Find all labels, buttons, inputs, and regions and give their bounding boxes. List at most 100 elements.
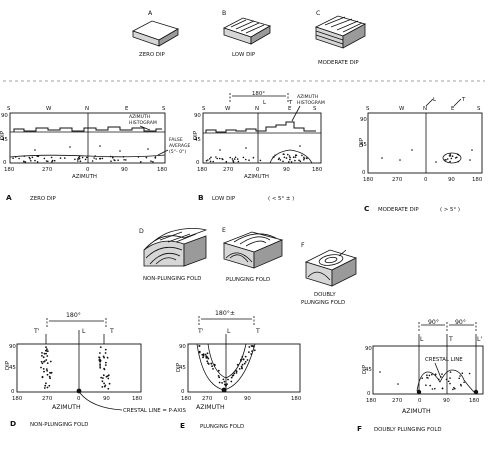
plot-b-dot-24 <box>232 161 235 163</box>
plot-d-dot-37 <box>102 374 105 377</box>
plot-f-dot-9 <box>438 378 440 381</box>
plot-d-dot-62 <box>102 377 104 379</box>
plot-b-xtick-0: 0 <box>256 167 260 173</box>
plot-c-dot-17 <box>435 161 437 163</box>
plot-b-dot-22 <box>244 158 247 161</box>
plot-e-dot-33 <box>213 364 216 367</box>
plot-e-dot-50 <box>244 361 247 363</box>
row1-block-b: B LOW DIP <box>222 10 272 58</box>
plot-d-letter: D <box>10 419 16 428</box>
plot-d-dot-58 <box>99 363 101 366</box>
row3-f-caption-1: DOUBLY <box>314 292 336 298</box>
plot-d-dot-41 <box>107 377 110 380</box>
plot-f-dot-16 <box>441 387 444 390</box>
plot-c-dot-5 <box>445 159 447 161</box>
plot-d-xtick-270: 270 <box>42 396 53 402</box>
plot-a-dot-41 <box>59 157 62 159</box>
plot-f-dot-24 <box>454 387 456 390</box>
plot-e-marker-l: L <box>227 328 231 335</box>
plot-d-dot-23 <box>40 360 43 363</box>
plot-f-dot-31 <box>397 383 399 385</box>
plot-a-dot-61 <box>69 146 71 148</box>
plot-f-dot-18 <box>445 378 448 381</box>
plot-a-dot-64 <box>99 145 101 147</box>
plot-b-ylabel: DIP <box>193 130 199 140</box>
plot-b-dot-9 <box>205 160 208 162</box>
plot-a-ytick-0: 0 <box>3 160 7 166</box>
plot-e-dot-64 <box>241 356 244 358</box>
plot-a-ytick-90: 90 <box>1 113 8 119</box>
plot-b-dot-39 <box>295 154 298 157</box>
plot-b-compass-s1: S <box>202 106 206 112</box>
plot-f-xlabel: AZIMUTH <box>402 408 431 415</box>
plot-f-span-label-1: 90° <box>428 318 439 326</box>
fold-d-side <box>183 235 207 267</box>
plot-a-dot-19 <box>34 159 36 162</box>
plot-f-marker-t: T <box>448 336 453 343</box>
plot-a-dot-11 <box>152 161 154 163</box>
plot-e-dot-25 <box>230 380 233 383</box>
plot-d-dot-51 <box>98 356 101 359</box>
row1-a-letter: A <box>148 10 153 17</box>
plot-b-dot-20 <box>236 158 239 160</box>
plot-f-dot-29 <box>434 374 437 376</box>
plot-e-dot-2 <box>236 363 239 366</box>
plot-d-dot-45 <box>105 361 107 364</box>
plot-d-dot-22 <box>42 356 45 359</box>
row3-fold-e: E PLUNGING FOLD <box>222 227 284 283</box>
plot-e-dot-58 <box>221 382 224 384</box>
plot-e-dot-57 <box>241 367 243 370</box>
plot-f-dot-11 <box>431 373 433 376</box>
plot-a-dot-25 <box>125 159 127 161</box>
plot-a-false-leader <box>157 149 169 156</box>
plot-a-compass-w: W <box>46 106 52 112</box>
plot-b-dot-15 <box>210 156 212 159</box>
plot-c-xtick-270: 270 <box>392 177 403 183</box>
plot-b-caption: LOW DIP <box>212 196 236 202</box>
plot-e-ylabel: DIP <box>176 362 182 372</box>
plot-d-dot-6 <box>48 375 51 378</box>
plot-a-dot-23 <box>81 156 84 159</box>
plot-c-dot-15 <box>399 159 401 161</box>
row3-fold-f: F DOUBLY PLUNGING FOLD <box>301 242 358 306</box>
plot-d-dot-24 <box>43 387 46 389</box>
plot-c-scatter <box>381 149 473 163</box>
plot-b-dot-33 <box>298 159 300 162</box>
plot-a-dot-31 <box>76 158 79 160</box>
plot-d-xtick-0: 0 <box>77 396 81 402</box>
plot-b-compass-e: E <box>288 106 292 112</box>
plot-b-dot-17 <box>207 159 209 161</box>
plot-d-crestal-point <box>76 388 82 394</box>
row3-d-caption: NON-PLUNGING FOLD <box>143 276 201 282</box>
plot-e-dot-3 <box>226 383 228 386</box>
plot-a-frame <box>9 112 166 164</box>
plot-d-dot-53 <box>103 385 106 388</box>
plot-b-dot-18 <box>231 158 234 160</box>
plot-a-dot-55 <box>45 160 48 162</box>
plot-c-ytick-0: 0 <box>362 170 366 176</box>
plot-a-dot-39 <box>123 159 125 161</box>
plot-f-dot-17 <box>428 374 431 377</box>
row3-fold-d: D NON-PLUNGING FOLD <box>139 228 208 282</box>
plot-e-dot-44 <box>210 362 213 365</box>
plot-e-dot-63 <box>248 346 251 348</box>
plot-a-dot-28 <box>18 157 20 160</box>
plot-e-dot-36 <box>240 359 242 362</box>
plot-e-dot-38 <box>230 376 233 379</box>
plot-d-xtick-180a: 180 <box>12 396 23 402</box>
plot-c-ytick-45: 45 <box>360 142 367 148</box>
plot-e-dot-67 <box>202 356 204 359</box>
plot-d-dot-16 <box>41 352 43 354</box>
plot-d-dot-38 <box>108 382 111 385</box>
row1-b-letter: B <box>222 10 226 17</box>
plot-b-compass-w: W <box>225 106 231 112</box>
plot-b-ytick-90: 90 <box>194 113 201 119</box>
plot-a-xtick-180b: 180 <box>157 167 168 173</box>
plot-e-dot-16 <box>212 368 214 370</box>
plot-e-xtick-90: 90 <box>244 396 251 402</box>
plot-f-crestal-leader <box>434 362 442 379</box>
plot-a-dot-47 <box>24 161 27 163</box>
plot-d-dot-18 <box>48 384 51 387</box>
plot-f-dot-22 <box>434 387 436 390</box>
